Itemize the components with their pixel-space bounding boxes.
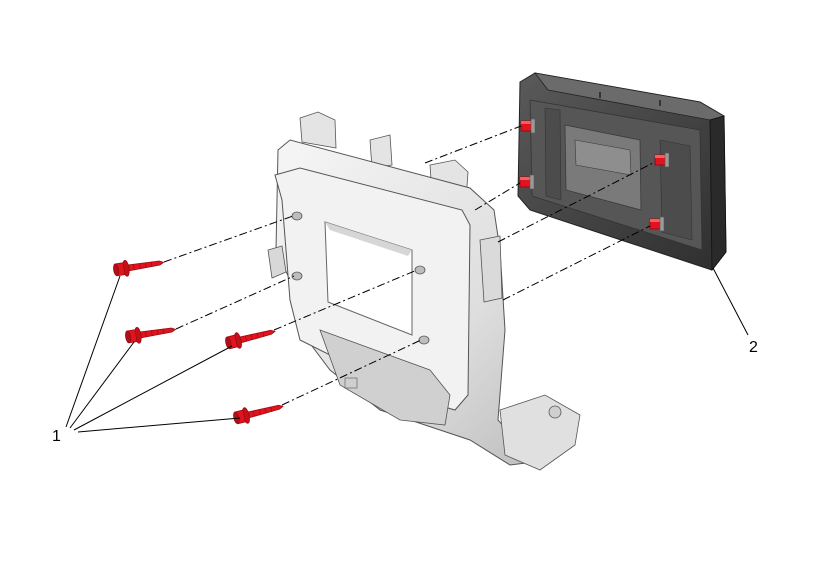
bolt-icon (223, 323, 278, 352)
bolt-icon (124, 321, 178, 346)
clip-icon (520, 118, 536, 134)
bolt-icon (231, 398, 286, 427)
callout-bolts: 1 (52, 428, 61, 445)
mounting-bracket (267, 111, 581, 471)
callout-display: 2 (749, 339, 758, 356)
leader-lines (65, 267, 749, 433)
alignment-lines (163, 125, 656, 406)
bolt-icon (112, 254, 166, 279)
clip-icon (519, 174, 535, 190)
clip-icon (649, 216, 665, 232)
clip-icon (654, 152, 670, 168)
display-unit (517, 72, 727, 272)
